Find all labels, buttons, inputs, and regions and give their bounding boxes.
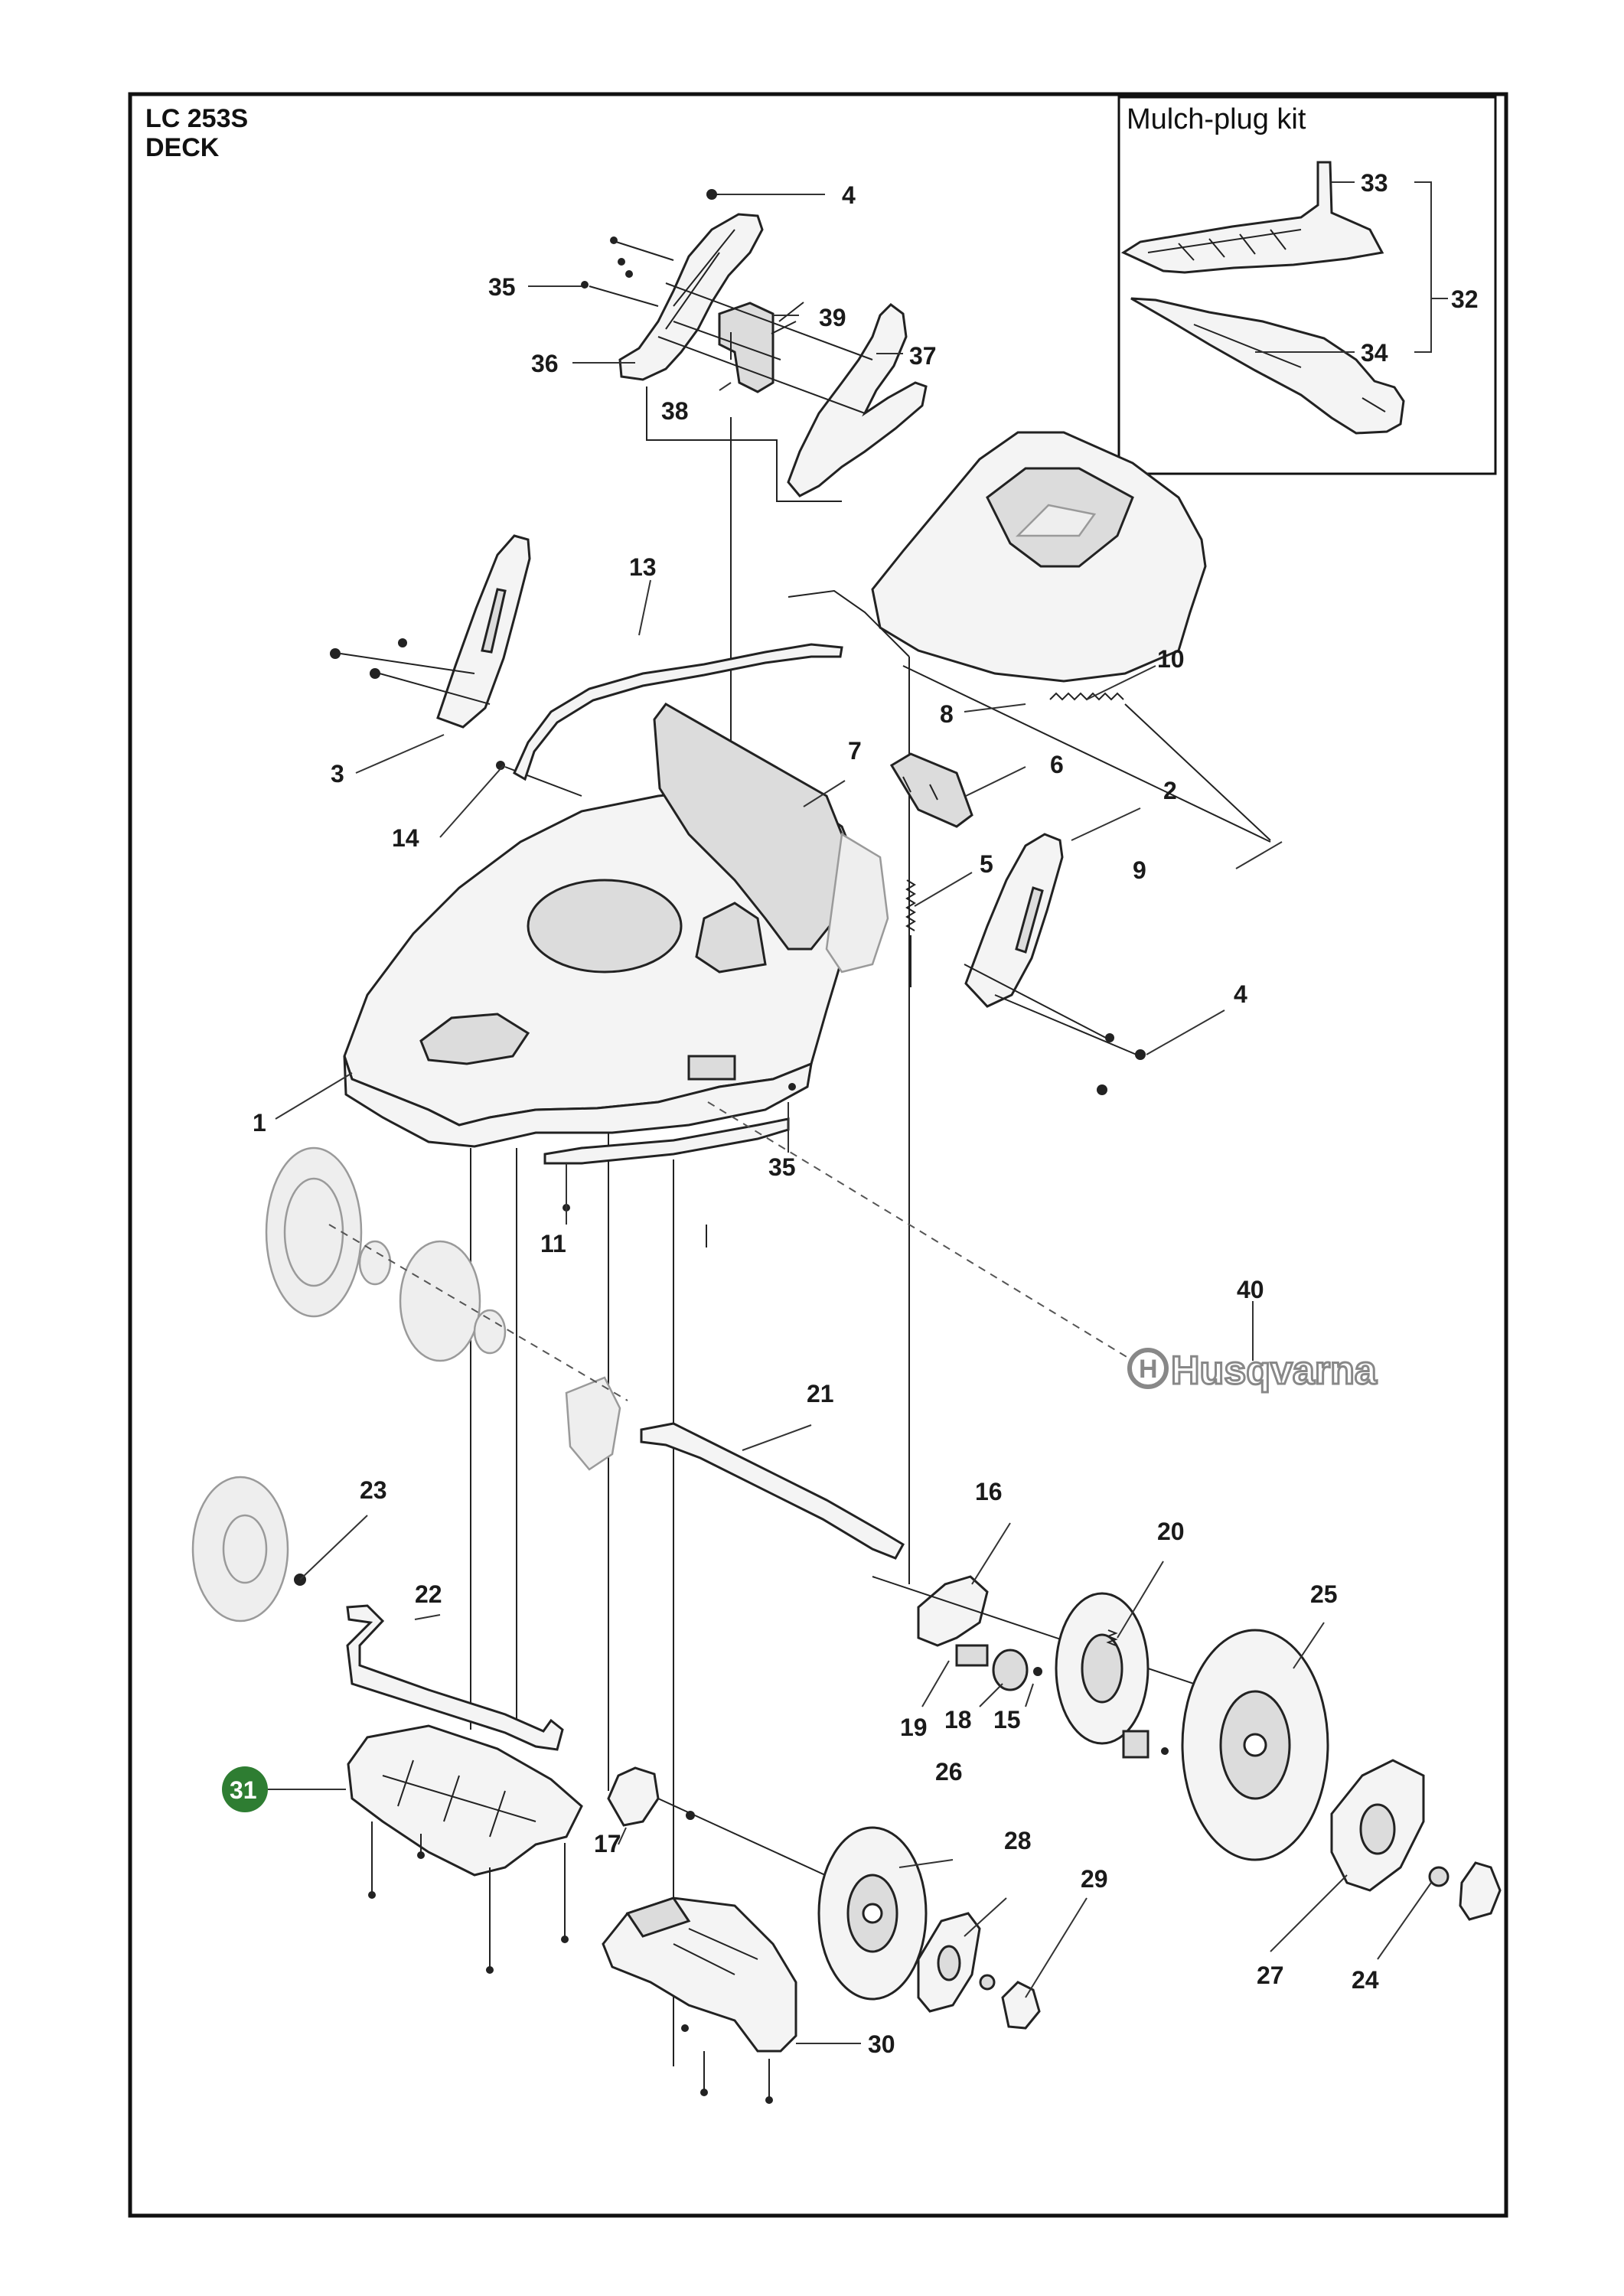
plate-slot-right	[1015, 886, 1044, 954]
mulch-plug-kit-inset: Mulch-plug kit	[1117, 96, 1497, 475]
callout-25: 25	[1310, 1580, 1338, 1608]
callout-32: 32	[1451, 285, 1479, 313]
callout-14: 14	[392, 824, 419, 852]
rear-flap-rod	[902, 665, 1271, 843]
husqvarna-logo-text: Husqvarna	[1171, 1349, 1378, 1393]
wheel-cap-front	[1001, 1981, 1041, 2030]
bushing-18	[992, 1649, 1029, 1691]
model-title: LC 253S	[145, 104, 248, 133]
callout-26: 26	[935, 1758, 963, 1786]
axle-bracket	[917, 1575, 989, 1647]
inset-title: Mulch-plug kit	[1127, 103, 1306, 135]
section-title: DECK	[145, 133, 220, 162]
mulch-plug-part	[1120, 161, 1384, 274]
callout-29: 29	[1081, 1865, 1108, 1893]
callout-22: 22	[415, 1580, 442, 1608]
deck-front-skirt	[343, 1055, 813, 1148]
callout-4: 4	[842, 181, 856, 209]
skid-screws	[368, 1821, 569, 1974]
callout-8: 8	[940, 700, 954, 728]
deck-front-bumper	[419, 1013, 530, 1065]
callout-35-lower: 35	[768, 1153, 796, 1181]
callout-37: 37	[909, 342, 937, 370]
height-adjust-plate-left	[436, 534, 531, 729]
handle-bracket-assembly	[528, 189, 928, 502]
callout-30: 30	[868, 2030, 895, 2058]
callout-labels: 4 35 39 36 37 38 33 32 34 13 10 8 3 7 6 …	[230, 169, 1479, 2058]
rear-flap	[889, 752, 973, 828]
callout-39: 39	[819, 304, 846, 331]
callout-35: 35	[488, 273, 516, 301]
callout-24: 24	[1352, 1966, 1379, 1994]
upper-handle-rod	[513, 643, 843, 781]
callout-2: 2	[1163, 777, 1177, 804]
callout-38: 38	[661, 397, 689, 425]
motor-opening	[527, 879, 683, 974]
callout-13: 13	[629, 553, 657, 581]
front-axle	[346, 1604, 564, 1751]
callout-36: 36	[531, 350, 559, 377]
handle-bracket-right	[787, 303, 928, 497]
callout-7: 7	[848, 737, 862, 765]
callout-23: 23	[360, 1476, 387, 1504]
husqvarna-decal: H Husqvarna	[1127, 1348, 1378, 1394]
callout-33: 33	[1361, 169, 1388, 197]
callout-40: 40	[1237, 1276, 1264, 1303]
callout-27: 27	[1257, 1962, 1284, 1989]
callout-leaders	[268, 579, 1432, 2044]
callout-20: 20	[1157, 1518, 1185, 1545]
callout-11: 11	[540, 1230, 566, 1257]
guard-screws	[681, 2024, 773, 2104]
callout-15: 15	[993, 1706, 1021, 1733]
mower-deck	[343, 703, 973, 1148]
callout-16: 16	[975, 1478, 1003, 1505]
callout-17: 17	[594, 1830, 621, 1857]
callout-18: 18	[944, 1706, 972, 1733]
rear-guard	[602, 1896, 797, 2053]
blade-part	[1130, 297, 1405, 435]
callout-21: 21	[807, 1380, 834, 1407]
height-adjust-plate-right	[964, 833, 1064, 1008]
wheel-cap-right	[1459, 1861, 1502, 1921]
callout-6: 6	[1050, 751, 1064, 778]
callout-31: 31	[230, 1776, 257, 1804]
callout-5: 5	[980, 850, 993, 878]
deck-decal-area	[687, 1055, 736, 1081]
callout-28: 28	[1004, 1827, 1032, 1854]
callout-3: 3	[331, 760, 344, 788]
nut-24	[1428, 1866, 1450, 1887]
wheel-bracket-17	[607, 1766, 660, 1827]
spacer-19	[955, 1644, 989, 1667]
callout-1: 1	[253, 1109, 266, 1137]
svg-text:H: H	[1139, 1355, 1158, 1384]
highlight-badge-31	[222, 1766, 268, 1812]
plate-screws	[330, 638, 1146, 1095]
diagram-frame	[128, 92, 1508, 2218]
plate-slot-left	[481, 588, 507, 654]
pinion	[1122, 1730, 1150, 1759]
rear-wheel-ghost	[265, 1146, 628, 1471]
callout-19: 19	[900, 1714, 928, 1741]
callout-10: 10	[1157, 645, 1185, 673]
handle-bracket-left	[618, 213, 764, 381]
rear-axle	[640, 1422, 905, 1560]
deck-spring	[905, 879, 916, 931]
callout-34: 34	[1361, 339, 1388, 367]
rear-chute-frame	[653, 703, 843, 951]
callout-9: 9	[1133, 856, 1146, 884]
callout-4-lower: 4	[1234, 980, 1247, 1008]
rear-flap-spring	[1049, 692, 1124, 701]
